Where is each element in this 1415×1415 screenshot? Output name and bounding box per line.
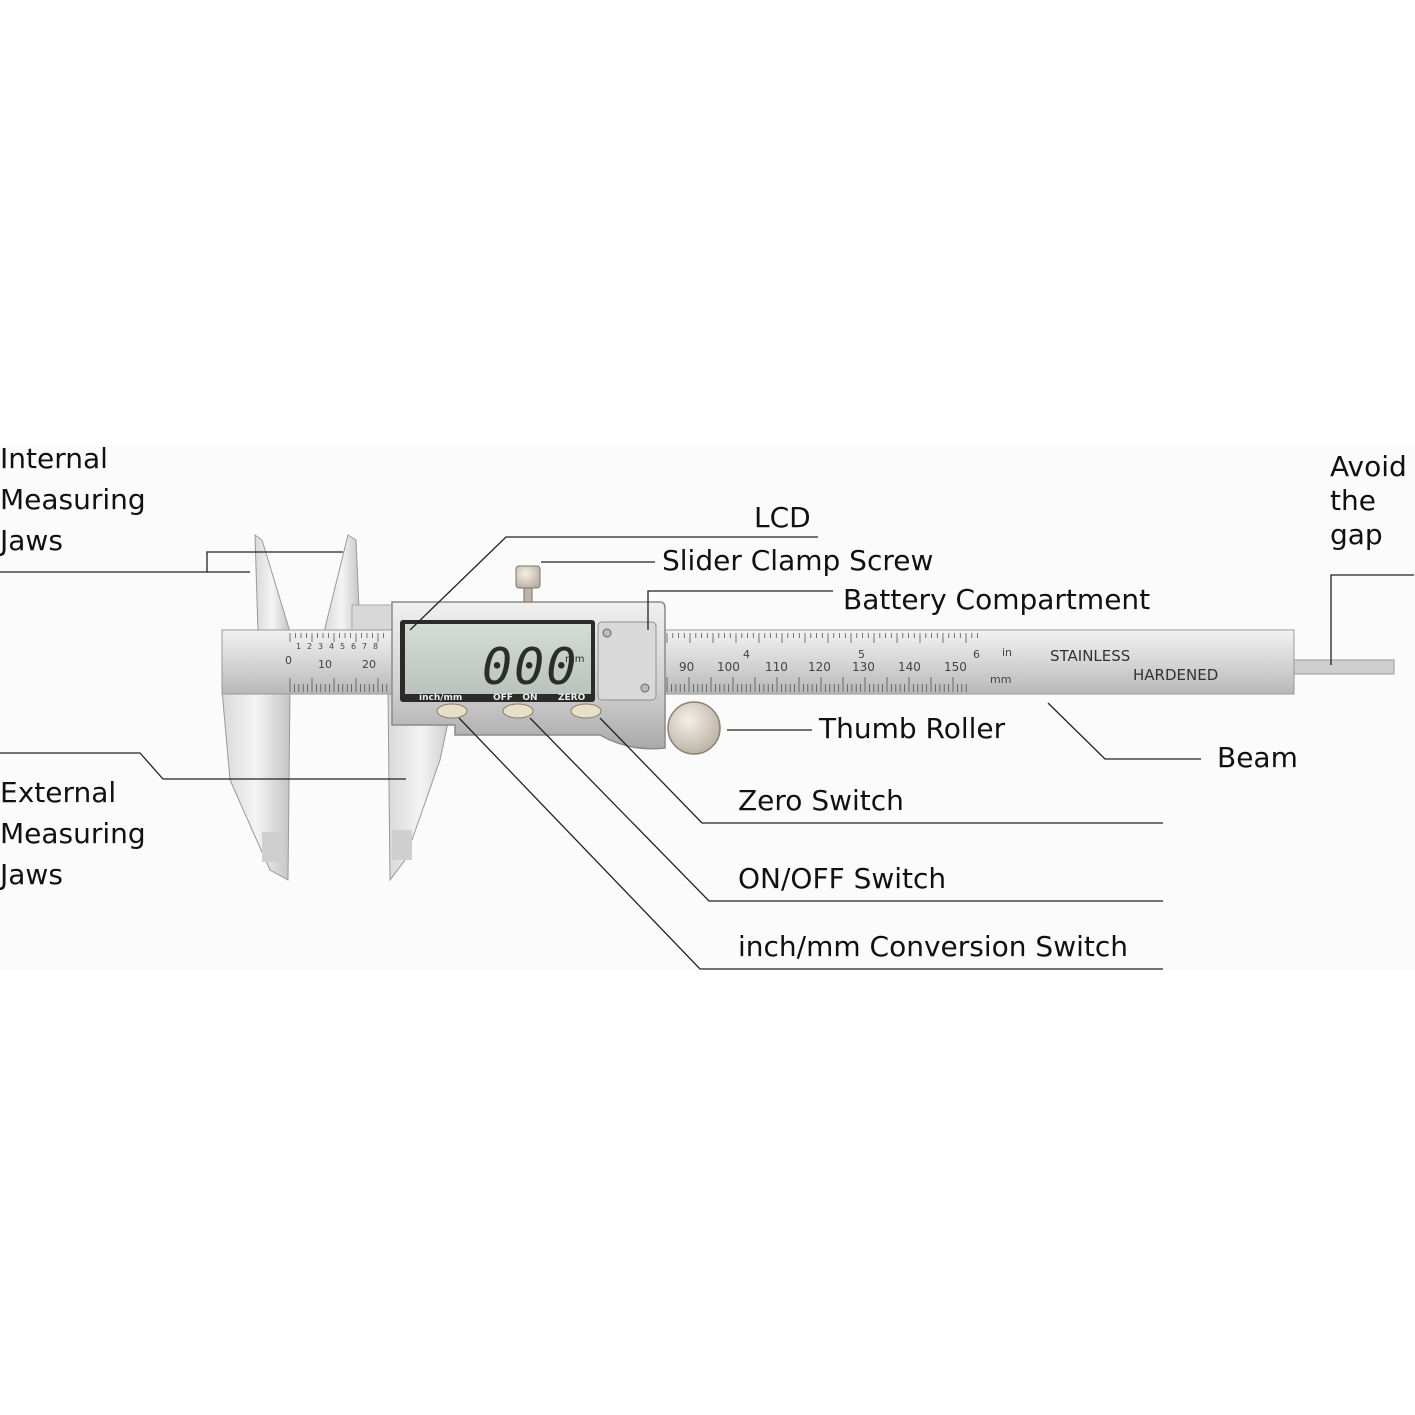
label-line: the: [1330, 484, 1376, 517]
label-line: Measuring: [0, 483, 146, 516]
vernier-in-tick-label: 5: [340, 642, 345, 651]
label-beam: Beam: [1217, 741, 1298, 774]
label-line: External: [0, 776, 117, 809]
label-thumb-roller: Thumb Roller: [819, 712, 1006, 745]
vernier-in-tick-label: 8: [373, 642, 378, 651]
on-off-button[interactable]: [502, 703, 534, 719]
vernier-in-tick-label: 3: [318, 642, 323, 651]
vernier-in-tick-label: 4: [329, 642, 334, 651]
label-external-measuring-jaws: External Measuring Jaws: [0, 772, 146, 895]
lcd-unit: mm: [565, 654, 584, 665]
battery-cover: [597, 621, 657, 701]
fixed-jaw: [221, 534, 291, 881]
beam-mm-tick-label: 120: [808, 660, 831, 674]
label-slider-clamp-screw: Slider Clamp Screw: [662, 544, 934, 577]
beam-in-tick-label: 5: [858, 648, 865, 661]
beam-mm-tick-label: 150: [944, 660, 967, 674]
label-line: gap: [1330, 518, 1383, 551]
label-line: Jaws: [0, 858, 63, 891]
vernier-in-tick-label: 2: [307, 642, 312, 651]
lcd-readout: 000: [482, 638, 578, 696]
vernier-in-tick-label: 6: [351, 642, 356, 651]
leader-lines: [0, 536, 1414, 970]
vernier-mm-tick-label: 0: [285, 654, 292, 667]
beam-mm-tick-label: 130: [852, 660, 875, 674]
beam-scale: [666, 633, 978, 692]
label-line: Jaws: [0, 524, 63, 557]
label-zero-switch: Zero Switch: [738, 784, 904, 817]
beam-mm-tick-label: 100: [717, 660, 740, 674]
depth-rod: [1293, 659, 1395, 675]
beam-in-tick-label: 6: [973, 648, 980, 661]
label-internal-measuring-jaws: Internal Measuring Jaws: [0, 438, 146, 561]
beam-stainless-text: STAINLESS: [1050, 647, 1130, 665]
vernier-mm-tick-label: 10: [318, 658, 332, 671]
label-battery-compartment: Battery Compartment: [843, 583, 1151, 616]
thumb-roller[interactable]: [667, 701, 721, 755]
label-line: Internal: [0, 442, 108, 475]
beam-mm-tick-label: 140: [898, 660, 921, 674]
label-lcd: LCD: [754, 501, 811, 534]
inch-mm-button[interactable]: [436, 703, 468, 719]
off-on-button-label: OFF ON: [493, 693, 538, 703]
screw-icon: [640, 683, 650, 693]
beam-mm-tick-label: 90: [679, 660, 694, 674]
label-avoid-the-gap: Avoid the gap: [1330, 450, 1407, 552]
slider-clamp-screw[interactable]: [515, 565, 541, 603]
vernier-in-tick-label: 1: [296, 642, 301, 651]
label-inch-mm-conversion-switch: inch/mm Conversion Switch: [738, 930, 1129, 963]
vernier-scale: [289, 633, 388, 692]
label-on-off-switch: ON/OFF Switch: [738, 862, 947, 895]
vernier-in-tick-label: 7: [362, 642, 367, 651]
lcd-screen: [405, 624, 591, 694]
screw-icon: [602, 628, 612, 638]
label-line: Avoid: [1330, 450, 1407, 483]
inch-mm-button-label: inch/mm: [419, 693, 462, 703]
beam-in-tick-label: 4: [743, 648, 750, 661]
zero-button[interactable]: [570, 703, 602, 719]
vernier-mm-tick-label: 20: [362, 658, 376, 671]
beam-unit-mm: mm: [990, 673, 1011, 686]
beam-unit-in: in: [1002, 646, 1012, 659]
label-line: Measuring: [0, 817, 146, 850]
beam-hardened-text: HARDENED: [1133, 666, 1218, 684]
beam-mm-tick-label: 110: [765, 660, 788, 674]
zero-button-label: ZERO: [558, 693, 586, 703]
